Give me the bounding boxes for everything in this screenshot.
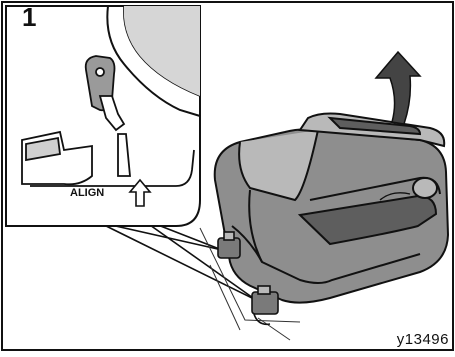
align-label: ALIGN	[70, 187, 104, 199]
figure-code: y13496	[397, 331, 449, 348]
detail-inset: ALIGN	[6, 6, 200, 226]
rear-seat	[215, 114, 448, 303]
step-number: 1	[22, 2, 36, 33]
